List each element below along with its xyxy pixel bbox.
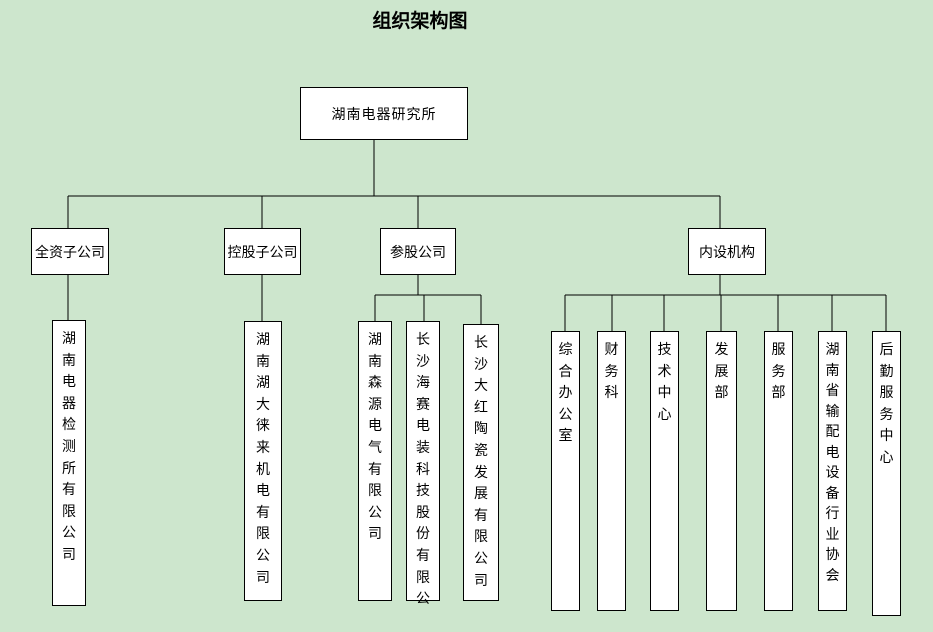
leaf-label: 长沙大红陶瓷发展有限公司 bbox=[474, 335, 488, 589]
leaf-node-senyuan: 湖南森源电气有限公司 bbox=[358, 321, 392, 601]
leaf-node-general-office: 综合办公室 bbox=[551, 331, 580, 611]
chart-title: 组织架构图 bbox=[372, 10, 468, 32]
leaf-label: 湖南电器检测所有限公司 bbox=[62, 331, 76, 563]
leaf-node-association: 湖南省输配电设备行业协会 bbox=[818, 331, 847, 611]
group-label: 参股公司 bbox=[390, 244, 446, 261]
group-label: 全资子公司 bbox=[35, 244, 105, 261]
group-equity: 参股公司 bbox=[380, 228, 456, 275]
leaf-label: 长沙海赛电装科技股份有限公 bbox=[416, 332, 430, 608]
leaf-node-hunan-huda: 湖南湖大徕来机电有限公司 bbox=[244, 321, 282, 601]
leaf-label: 湖南湖大徕来机电有限公司 bbox=[256, 332, 270, 586]
leaf-label: 后勤服务中心 bbox=[879, 342, 894, 466]
leaf-label: 湖南省输配电设备行业协会 bbox=[825, 342, 840, 584]
leaf-node-finance: 财务科 bbox=[597, 331, 626, 611]
leaf-node-testing-institute: 湖南电器检测所有限公司 bbox=[52, 320, 86, 606]
leaf-node-dahong: 长沙大红陶瓷发展有限公司 bbox=[463, 324, 499, 601]
group-label: 控股子公司 bbox=[227, 244, 298, 261]
root-label: 湖南电器研究所 bbox=[331, 106, 437, 123]
group-label: 内设机构 bbox=[699, 244, 755, 261]
leaf-label: 财务科 bbox=[604, 342, 619, 402]
leaf-label: 湖南森源电气有限公司 bbox=[368, 332, 382, 543]
leaf-node-development: 发展部 bbox=[706, 331, 737, 611]
leaf-label: 技术中心 bbox=[657, 342, 672, 423]
leaf-node-tech-center: 技术中心 bbox=[650, 331, 679, 611]
group-wholly-owned: 全资子公司 bbox=[31, 228, 109, 275]
root-node: 湖南电器研究所 bbox=[300, 87, 468, 140]
leaf-node-haisai: 长沙海赛电装科技股份有限公 bbox=[406, 321, 440, 607]
leaf-label: 综合办公室 bbox=[558, 342, 573, 445]
leaf-node-service: 服务部 bbox=[764, 331, 793, 611]
leaf-label: 服务部 bbox=[771, 342, 786, 402]
leaf-label: 发展部 bbox=[714, 342, 729, 402]
leaf-node-logistics: 后勤服务中心 bbox=[872, 331, 901, 616]
group-internal: 内设机构 bbox=[688, 228, 766, 275]
group-holding: 控股子公司 bbox=[224, 228, 301, 275]
